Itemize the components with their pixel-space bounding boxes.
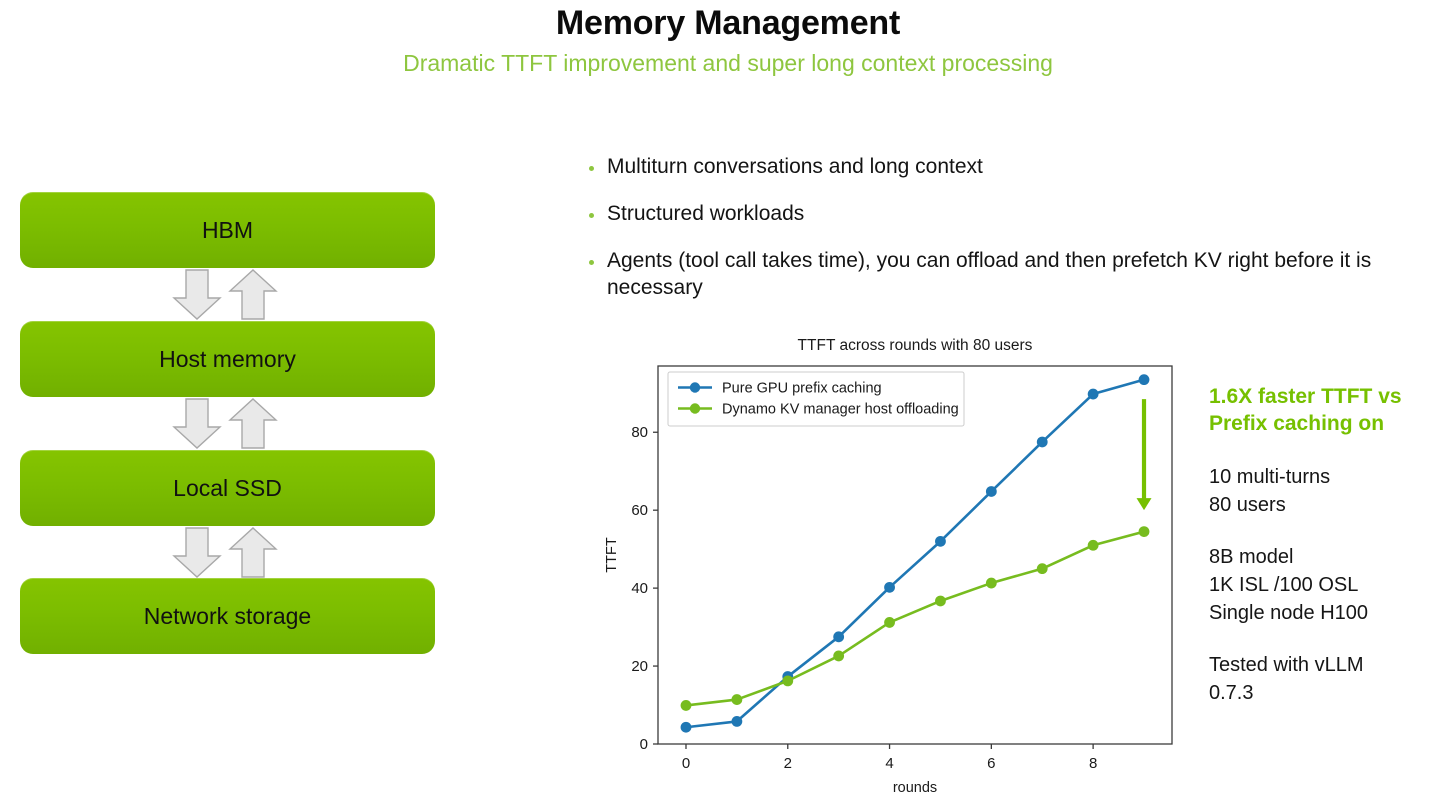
data-point bbox=[833, 631, 845, 643]
list-item: Structured workloads bbox=[589, 200, 1456, 227]
series-2 bbox=[680, 526, 1150, 711]
bullet-dot-icon bbox=[589, 166, 594, 171]
arrow-up-icon bbox=[225, 526, 281, 579]
memory-box-label: HBM bbox=[201, 216, 254, 243]
memory-box-label: Local SSD bbox=[173, 474, 282, 501]
series-line bbox=[684, 530, 1146, 707]
annotation-arrow-head bbox=[1136, 498, 1152, 511]
series-1 bbox=[680, 374, 1150, 733]
data-point bbox=[1036, 563, 1048, 575]
x-tick-label: 6 bbox=[987, 755, 995, 772]
memory-box-local-ssd: Local SSD bbox=[20, 450, 435, 526]
data-point bbox=[833, 650, 845, 662]
memory-box-host-memory: Host memory bbox=[20, 321, 435, 397]
memory-box-hbm: HBM bbox=[20, 192, 435, 268]
bullet-text: Agents (tool call takes time), you can o… bbox=[607, 249, 1372, 299]
list-item: Multiturn conversations and long context bbox=[589, 153, 1456, 180]
data-point bbox=[680, 721, 692, 733]
transfer-arrows-host-ssd bbox=[20, 397, 435, 450]
arrow-up-icon bbox=[225, 397, 281, 450]
data-point bbox=[731, 694, 743, 705]
memory-hierarchy-diagram: HBM Host memory bbox=[20, 192, 435, 672]
x-tick-label: 8 bbox=[1089, 755, 1097, 772]
data-point bbox=[1138, 374, 1150, 386]
memory-box-label: Host memory bbox=[159, 345, 296, 372]
bullet-dot-icon bbox=[589, 213, 594, 218]
y-axis-label: TTFT bbox=[604, 537, 620, 573]
list-item: Agents (tool call takes time), you can o… bbox=[589, 247, 1456, 301]
legend-label: Pure GPU prefix caching bbox=[722, 381, 882, 397]
bullet-list: Multiturn conversations and long context… bbox=[589, 153, 1456, 321]
x-tick-label: 4 bbox=[885, 755, 893, 772]
arrow-down-icon bbox=[169, 268, 225, 321]
note-group-model: 8B model 1K ISL /100 OSL Single node H10… bbox=[1209, 543, 1456, 627]
data-point bbox=[782, 675, 794, 687]
data-point bbox=[884, 617, 895, 628]
note-line: Single node H100 bbox=[1209, 602, 1369, 624]
memory-box-network-storage: Network storage bbox=[20, 578, 435, 654]
chart-title: TTFT across rounds with 80 users bbox=[798, 337, 1033, 354]
data-point bbox=[985, 486, 997, 497]
data-point bbox=[731, 715, 743, 727]
arrow-down-icon bbox=[169, 397, 225, 450]
data-point bbox=[1087, 388, 1099, 400]
memory-box-label: Network storage bbox=[143, 602, 312, 629]
data-point bbox=[985, 577, 997, 589]
legend-swatch-marker bbox=[689, 382, 701, 393]
note-group-software: Tested with vLLM 0.7.3 bbox=[1209, 651, 1456, 707]
note-line: 1K ISL /100 OSL bbox=[1209, 574, 1359, 596]
y-tick-label: 40 bbox=[631, 580, 648, 597]
transfer-arrows-ssd-network bbox=[20, 526, 435, 579]
page-subtitle: Dramatic TTFT improvement and super long… bbox=[403, 50, 1053, 76]
note-line: 80 users bbox=[1209, 494, 1286, 516]
transfer-arrows-hbm-host bbox=[20, 268, 435, 321]
data-point bbox=[1138, 526, 1150, 538]
chart-plot-frame bbox=[657, 365, 1173, 745]
x-axis-label: rounds bbox=[893, 780, 937, 796]
data-point bbox=[1087, 539, 1099, 551]
bullet-dot-icon bbox=[589, 260, 594, 265]
bullet-text: Multiturn conversations and long context bbox=[607, 155, 983, 178]
y-tick-label: 80 bbox=[631, 424, 648, 441]
y-tick-label: 0 bbox=[640, 736, 648, 753]
arrow-up-icon bbox=[225, 268, 281, 321]
page-title: Memory Management bbox=[555, 4, 901, 42]
note-group-workload: 10 multi-turns 80 users bbox=[1209, 463, 1456, 519]
x-tick-label: 2 bbox=[784, 755, 792, 772]
legend-box bbox=[667, 371, 965, 427]
note-line: Tested with vLLM bbox=[1209, 654, 1364, 676]
data-point bbox=[935, 595, 946, 607]
data-point bbox=[935, 535, 946, 547]
bullet-text: Structured workloads bbox=[607, 202, 805, 225]
x-tick-label: 0 bbox=[682, 755, 690, 772]
note-line: 8B model bbox=[1209, 546, 1294, 568]
y-tick-label: 60 bbox=[631, 502, 648, 519]
data-point bbox=[1036, 436, 1048, 448]
data-point bbox=[680, 700, 692, 711]
chart-annotations-panel: 1.6X faster TTFT vs Prefix caching on 10… bbox=[1209, 383, 1456, 731]
y-tick-label: 20 bbox=[631, 658, 648, 675]
speedup-highlight: 1.6X faster TTFT vs Prefix caching on bbox=[1209, 385, 1402, 435]
note-line: 10 multi-turns bbox=[1209, 466, 1331, 488]
note-line: 0.7.3 bbox=[1209, 682, 1254, 704]
series-line bbox=[684, 378, 1146, 729]
down-arrow-annotation bbox=[1136, 399, 1152, 511]
arrow-down-icon bbox=[169, 526, 225, 579]
data-point bbox=[884, 581, 895, 593]
legend-label: Dynamo KV manager host offloading bbox=[722, 402, 959, 418]
legend-swatch-marker bbox=[689, 403, 701, 414]
